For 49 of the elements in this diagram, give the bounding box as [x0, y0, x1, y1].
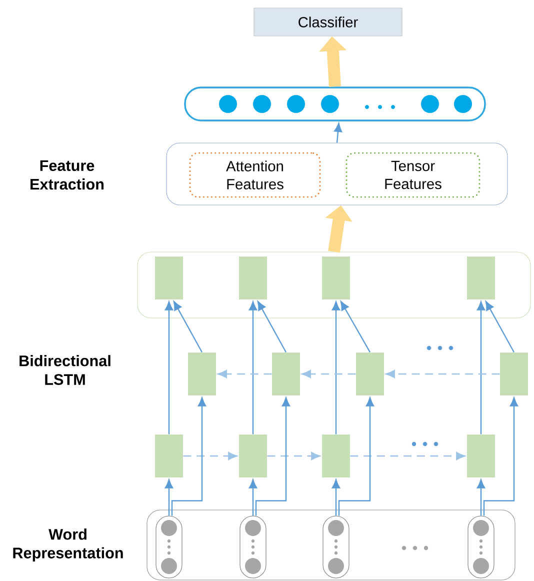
arrow	[255, 397, 290, 516]
arrow	[248, 301, 258, 434]
arrow	[267, 452, 320, 460]
word-vector-pill	[156, 516, 182, 578]
arrow	[164, 301, 174, 434]
word-representation-box	[146, 510, 516, 580]
classifier-box: Classifier	[254, 8, 402, 36]
arrow	[218, 370, 272, 378]
arrow	[334, 122, 342, 143]
word-vector-pill	[468, 516, 494, 578]
lstm-cell	[467, 256, 495, 300]
arrow	[332, 301, 340, 434]
arrow	[257, 301, 287, 353]
word-vector-pill	[322, 516, 350, 578]
arrow	[485, 301, 515, 353]
lstm-cell	[322, 434, 350, 478]
arrow	[183, 452, 238, 460]
arrow	[476, 479, 486, 516]
lstm-cell	[155, 256, 183, 300]
arrow	[386, 370, 500, 378]
arrow	[173, 301, 203, 353]
feature-vector-box	[184, 86, 486, 122]
arrow	[483, 397, 518, 516]
arrow	[248, 479, 258, 516]
feature-extraction-box	[166, 142, 508, 206]
tensor-features-box: Tensor Features	[346, 152, 480, 198]
layer-label: Feature Extraction	[30, 160, 104, 190]
layer-label: Bidirectional LSTM	[20, 355, 110, 385]
word-vector-pill	[240, 516, 266, 578]
arrow	[476, 301, 486, 434]
lstm-cell	[356, 352, 384, 396]
lstm-cell	[500, 352, 528, 396]
lstm-cell	[467, 434, 495, 478]
lstm-cell	[239, 434, 267, 478]
arrow	[338, 397, 374, 516]
output-layer-box	[137, 252, 531, 318]
arrow	[171, 397, 206, 516]
lstm-cell	[188, 352, 216, 396]
arrow	[302, 370, 356, 378]
arrow	[164, 479, 174, 516]
arrow	[340, 301, 371, 353]
attention-features-box: Attention Features	[189, 152, 321, 198]
lstm-cell	[322, 256, 350, 300]
arrow	[350, 452, 466, 460]
lstm-cell	[272, 352, 300, 396]
arrow	[332, 479, 340, 516]
lstm-cell	[155, 434, 183, 478]
lstm-cell	[239, 256, 267, 300]
layer-label: Word Representation	[13, 528, 123, 562]
